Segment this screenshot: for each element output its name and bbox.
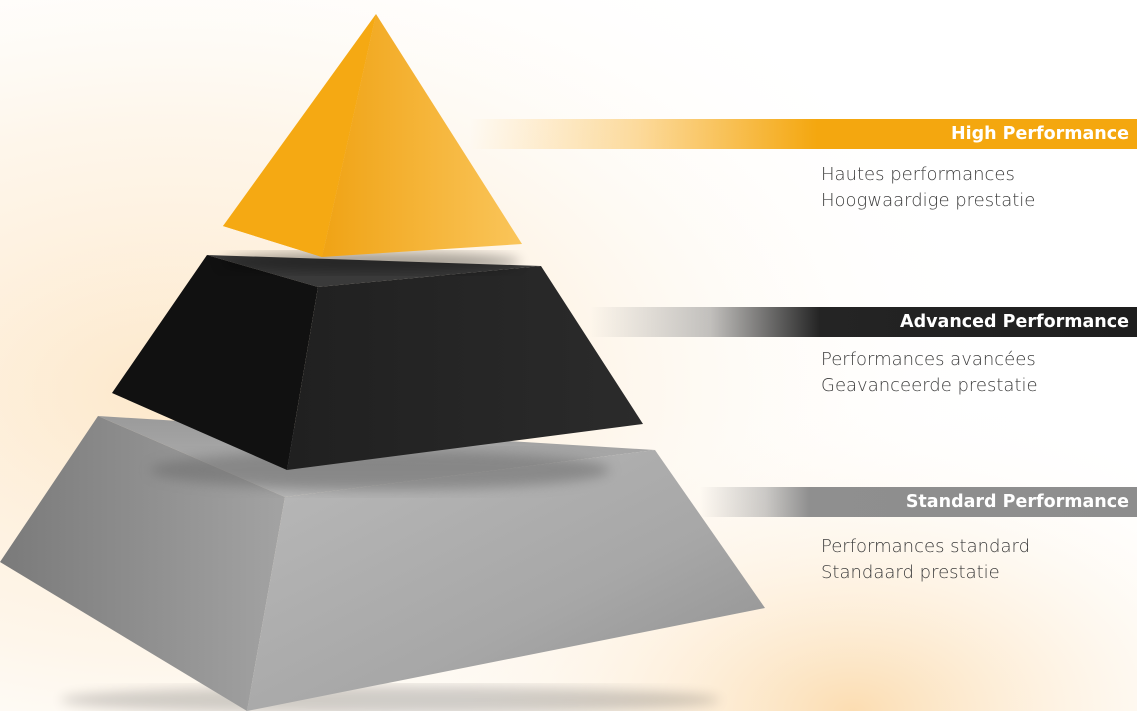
tier-title-advanced: Advanced Performance	[900, 312, 1129, 332]
tier-description-standard: Performances standard Standaard prestati…	[821, 534, 1030, 586]
pyramid-tier-advanced	[112, 252, 643, 470]
pyramid-tier-standard	[0, 416, 765, 711]
tier-desc-fr: Performances standard	[821, 536, 1031, 557]
tier-desc-nl: Standaard prestatie	[821, 562, 1000, 583]
tier-desc-nl: Hoogwaardige prestatie	[821, 190, 1036, 211]
tier-bar-high: High Performance	[470, 119, 1137, 149]
tier-desc-fr: Hautes performances	[821, 164, 1015, 185]
tier-title-high: High Performance	[950, 124, 1129, 144]
tier-description-advanced: Performances avancées Geavanceerde prest…	[821, 347, 1038, 399]
tier-bar-advanced: Advanced Performance	[590, 307, 1137, 337]
tier-desc-nl: Geavanceerde prestatie	[821, 375, 1038, 396]
tier-desc-fr: Performances avancées	[821, 349, 1036, 370]
pyramid-tier-high	[223, 14, 522, 257]
tier-title-standard: Standard Performance	[905, 492, 1129, 512]
tier-description-high: Hautes performances Hoogwaardige prestat…	[821, 162, 1035, 214]
tier-bar-standard: Standard Performance	[700, 487, 1137, 517]
